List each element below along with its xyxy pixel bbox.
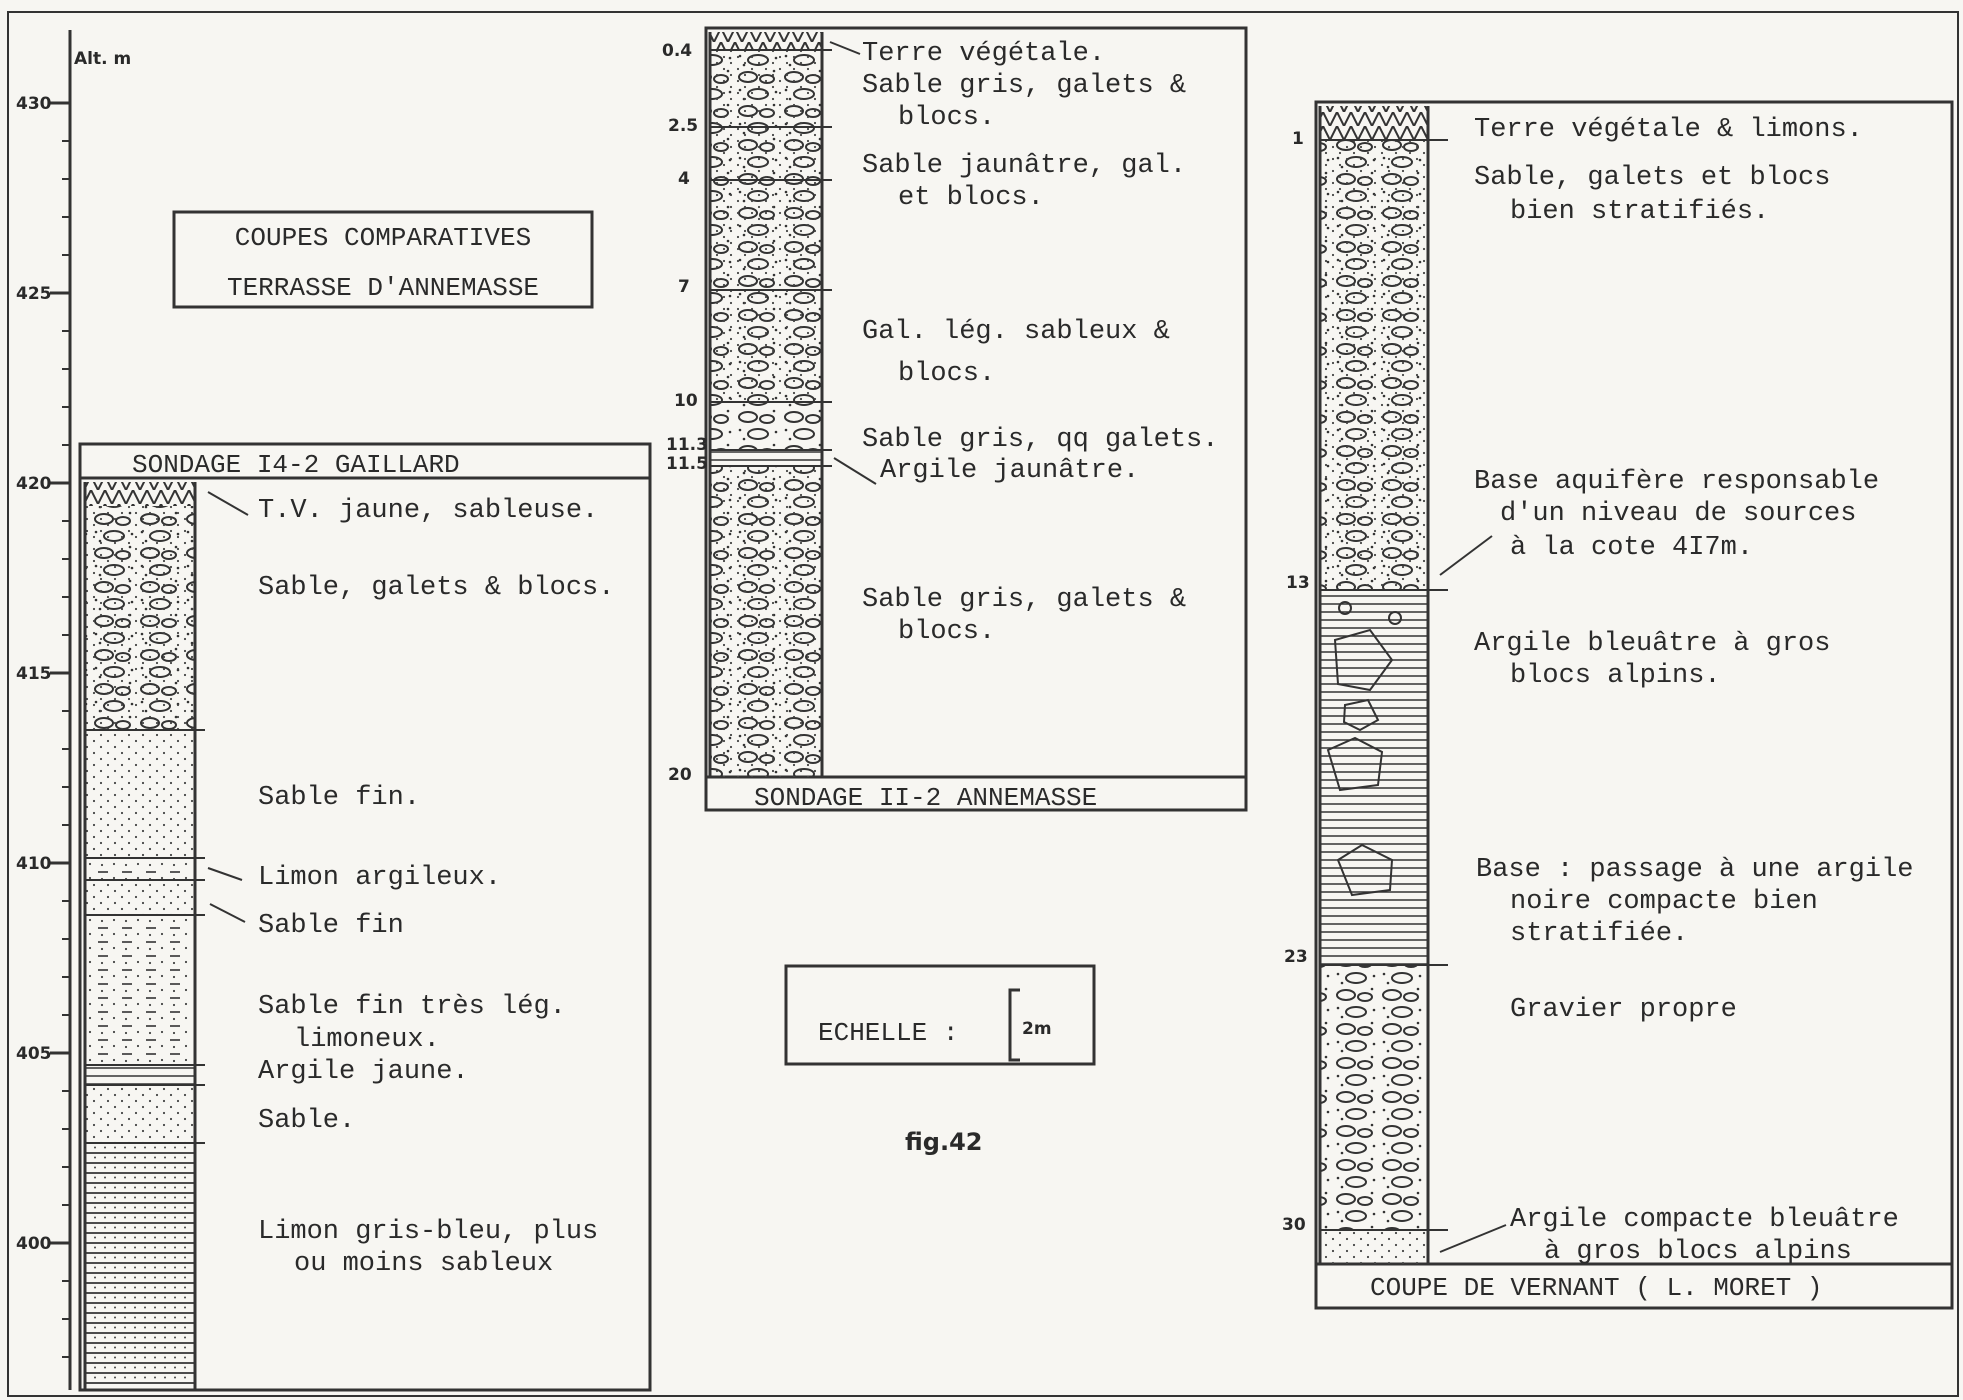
scale-box: ECHELLE : 2m — [786, 966, 1094, 1064]
axis-tick-label: 425 — [16, 284, 52, 304]
scale-label: ECHELLE : — [818, 1018, 958, 1048]
annemasse-label-2: blocs. — [898, 103, 995, 133]
layer-compact-clay — [1320, 1230, 1428, 1264]
layer-yellow-clay — [710, 450, 822, 466]
column-annemasse: SONDAGE II-2 ANNEMASSE 0.4 2.5 4 7 10 11… — [662, 28, 1246, 813]
annemasse-depth-3: 7 — [678, 277, 690, 297]
annemasse-depth-5: 11.3 — [666, 435, 708, 455]
annemasse-title: SONDAGE II-2 ANNEMASSE — [754, 783, 1097, 813]
layer-sand — [85, 1085, 195, 1143]
scale-value: 2m — [1022, 1019, 1052, 1039]
gaillard-label-4: Sable fin — [258, 911, 404, 941]
annemasse-label-3: Sable jaunâtre, gal. — [862, 151, 1186, 181]
vernant-label-0: Terre végétale & limons. — [1474, 115, 1863, 145]
annemasse-label-8: Argile jaunâtre. — [880, 456, 1139, 486]
vernant-label-13: à gros blocs alpins — [1544, 1237, 1852, 1267]
title-line-2: TERRASSE D'ANNEMASSE — [227, 273, 539, 303]
gaillard-label-1: Sable, galets & blocs. — [258, 573, 614, 603]
vernant-depth-2: 23 — [1284, 947, 1308, 967]
gaillard-label-0: T.V. jaune, sableuse. — [258, 496, 598, 526]
annemasse-label-6: blocs. — [898, 359, 995, 389]
gaillard-label-3: Limon argileux. — [258, 863, 501, 893]
gaillard-label-8: Sable. — [258, 1106, 355, 1136]
axis-tick-label: 430 — [16, 94, 52, 114]
vernant-label-5: à la cote 4I7m. — [1510, 533, 1753, 563]
scale-bar — [1010, 990, 1020, 1060]
vernant-label-6: Argile bleuâtre à gros — [1474, 629, 1830, 659]
annemasse-label-9: Sable gris, galets & — [862, 585, 1186, 615]
annemasse-depth-2: 4 — [678, 169, 690, 189]
annemasse-depth-0: 0.4 — [662, 41, 692, 61]
annemasse-label-1: Sable gris, galets & — [862, 71, 1186, 101]
figure-number: fig.42 — [905, 1128, 982, 1156]
gaillard-label-9: Limon gris-bleu, plus — [258, 1217, 598, 1247]
gaillard-label-2: Sable fin. — [258, 783, 420, 813]
layer-silty-sand — [85, 915, 195, 1065]
layer-topsoil — [1320, 106, 1428, 140]
annemasse-depth-7: 20 — [668, 765, 692, 785]
layer-topsoil — [85, 482, 195, 506]
vernant-depth-0: 1 — [1292, 129, 1304, 149]
axis-tick-label: 400 — [16, 1234, 52, 1254]
annemasse-label-0: Terre végétale. — [862, 39, 1105, 69]
gaillard-label-6: limoneux. — [294, 1025, 440, 1055]
title-line-1: COUPES COMPARATIVES — [235, 223, 531, 253]
vernant-label-2: bien stratifiés. — [1510, 197, 1769, 227]
layer-grey-blue-silt — [85, 1143, 195, 1385]
vernant-title: COUPE DE VERNANT ( L. MORET ) — [1370, 1273, 1822, 1303]
gaillard-label-5: Sable fin très lég. — [258, 992, 566, 1022]
vernant-label-4: d'un niveau de sources — [1500, 499, 1856, 529]
axis-tick-label: 420 — [16, 474, 52, 494]
vernant-label-3: Base aquifère responsable — [1474, 467, 1879, 497]
vernant-label-11: Gravier propre — [1510, 995, 1737, 1025]
axis-tick-label: 415 — [16, 664, 52, 684]
vernant-depth-3: 30 — [1282, 1215, 1306, 1235]
annemasse-depth-6: 11.5 — [666, 454, 708, 474]
column-vernant: COUPE DE VERNANT ( L. MORET ) 1 13 23 30… — [1282, 102, 1952, 1308]
layer-topsoil — [710, 32, 822, 50]
layer-fine-sand — [85, 730, 195, 858]
layer-clean-gravel — [1320, 965, 1428, 1230]
layer-yellow-clay — [85, 1065, 195, 1085]
annemasse-depth-4: 10 — [674, 391, 698, 411]
annemasse-label-10: blocs. — [898, 617, 995, 647]
layer-silt — [85, 858, 195, 880]
axis-tick-label: 410 — [16, 854, 52, 874]
annemasse-label-4: et blocs. — [898, 183, 1044, 213]
vernant-label-1: Sable, galets et blocs — [1474, 163, 1830, 193]
annemasse-depth-1: 2.5 — [668, 116, 698, 136]
title-box: COUPES COMPARATIVES TERRASSE D'ANNEMASSE — [174, 212, 592, 307]
annemasse-label-7: Sable gris, qq galets. — [862, 425, 1218, 455]
axis-label: Alt. m — [74, 49, 131, 69]
vernant-label-12: Argile compacte bleuâtre — [1510, 1205, 1899, 1235]
axis-tick-label: 405 — [16, 1044, 52, 1064]
layer-fine-sand-2 — [85, 880, 195, 915]
gaillard-title: SONDAGE I4-2 GAILLARD — [132, 450, 460, 480]
vernant-depth-1: 13 — [1286, 573, 1310, 593]
vernant-label-8: Base : passage à une argile — [1476, 855, 1913, 885]
vernant-label-7: blocs alpins. — [1510, 661, 1721, 691]
layer-grey-sand — [710, 402, 822, 450]
gaillard-label-10: ou moins sableux — [294, 1249, 553, 1279]
annemasse-label-5: Gal. lég. sableux & — [862, 317, 1170, 347]
gaillard-label-7: Argile jaune. — [258, 1057, 469, 1087]
vernant-label-9: noire compacte bien — [1510, 887, 1818, 917]
column-gaillard: SONDAGE I4-2 GAILLARD T.V. jaune, sableu… — [80, 444, 650, 1390]
vernant-label-10: stratifiée. — [1510, 919, 1688, 949]
